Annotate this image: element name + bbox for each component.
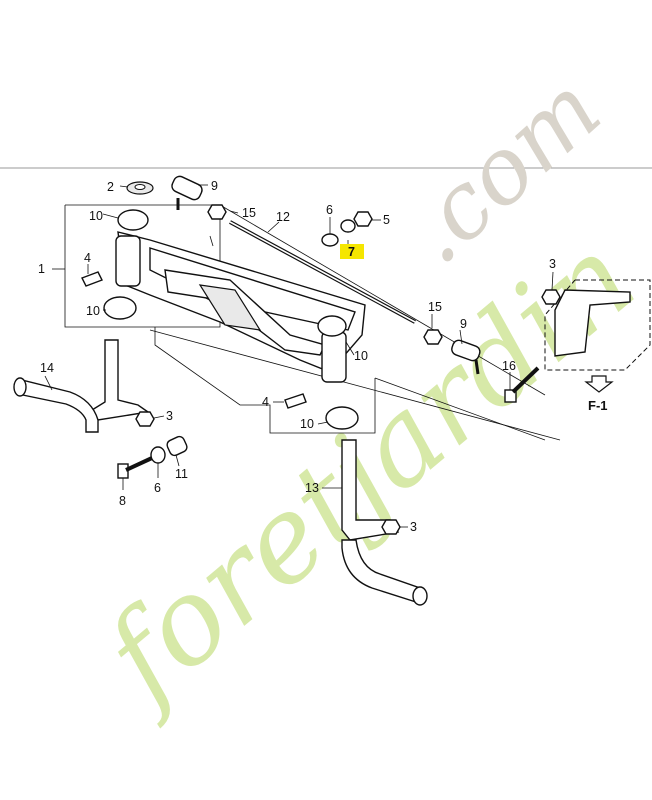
spindle-right [341,439,428,606]
callout-11: 11 [175,467,188,481]
callout-3-detail: 3 [549,257,556,271]
axle-frame [115,231,366,383]
callout-1: 1 [38,262,45,276]
bracket [554,289,631,357]
callout-13: 13 [305,481,319,495]
callout-6-bottom: 6 [154,481,161,495]
callout-9-top: 9 [211,179,218,193]
group-box-left [64,204,221,328]
callout-6-top: 6 [326,203,333,217]
bolt-8 [117,456,153,479]
callout-9-right: 9 [460,317,467,331]
callout-12: 12 [276,210,290,224]
callout-3-left: 3 [166,409,173,423]
callout-7-highlighted: 7 [348,245,355,259]
group-line-bottom [374,377,546,441]
callout-14: 14 [40,361,54,375]
bushing-10-a [117,209,149,231]
callout-4-bottom: 4 [262,395,269,409]
grease-fitting-4-a [81,271,103,287]
callout-10-c: 10 [354,349,368,363]
spindle-left [13,339,150,433]
callout-16: 16 [502,359,516,373]
callout-4-left: 4 [84,251,91,265]
nut-15-right [423,329,443,345]
collar-11 [166,435,188,457]
callout-3-bottom: 3 [410,520,417,534]
down-arrow-outline-icon [584,375,614,393]
callout-10-a: 10 [89,209,103,223]
callout-15-right: 15 [428,300,442,314]
callout-5: 5 [383,213,390,227]
callout-15-top: 15 [242,206,256,220]
callout-2: 2 [107,180,114,194]
grease-fitting-4-b [284,393,307,409]
bushing-10-b [103,296,137,320]
group-box-right [154,327,376,434]
view-reference-label: F-1 [588,398,608,413]
tie-rod-end-left [171,175,203,210]
highlight-badge [340,244,364,259]
washer-6-top [340,219,356,233]
tie-rod-end-right [451,339,481,375]
washer-6-bottom [150,446,166,464]
bushing-10-d [325,406,359,430]
callout-10-d: 10 [300,417,314,431]
bolt-16 [504,366,540,403]
detail-box [544,279,651,371]
group-line-top [219,204,546,396]
callout-10-b: 10 [86,304,100,318]
group-line-mid [149,329,561,441]
nut-5 [353,211,373,227]
bushing-10-c [317,315,347,337]
washer-top [321,233,339,247]
nut-3-detail [541,289,561,305]
callout-8: 8 [119,494,126,508]
nut-3-left [135,411,155,427]
nut-15-left [207,204,227,220]
nut-3-bottom [381,519,401,535]
